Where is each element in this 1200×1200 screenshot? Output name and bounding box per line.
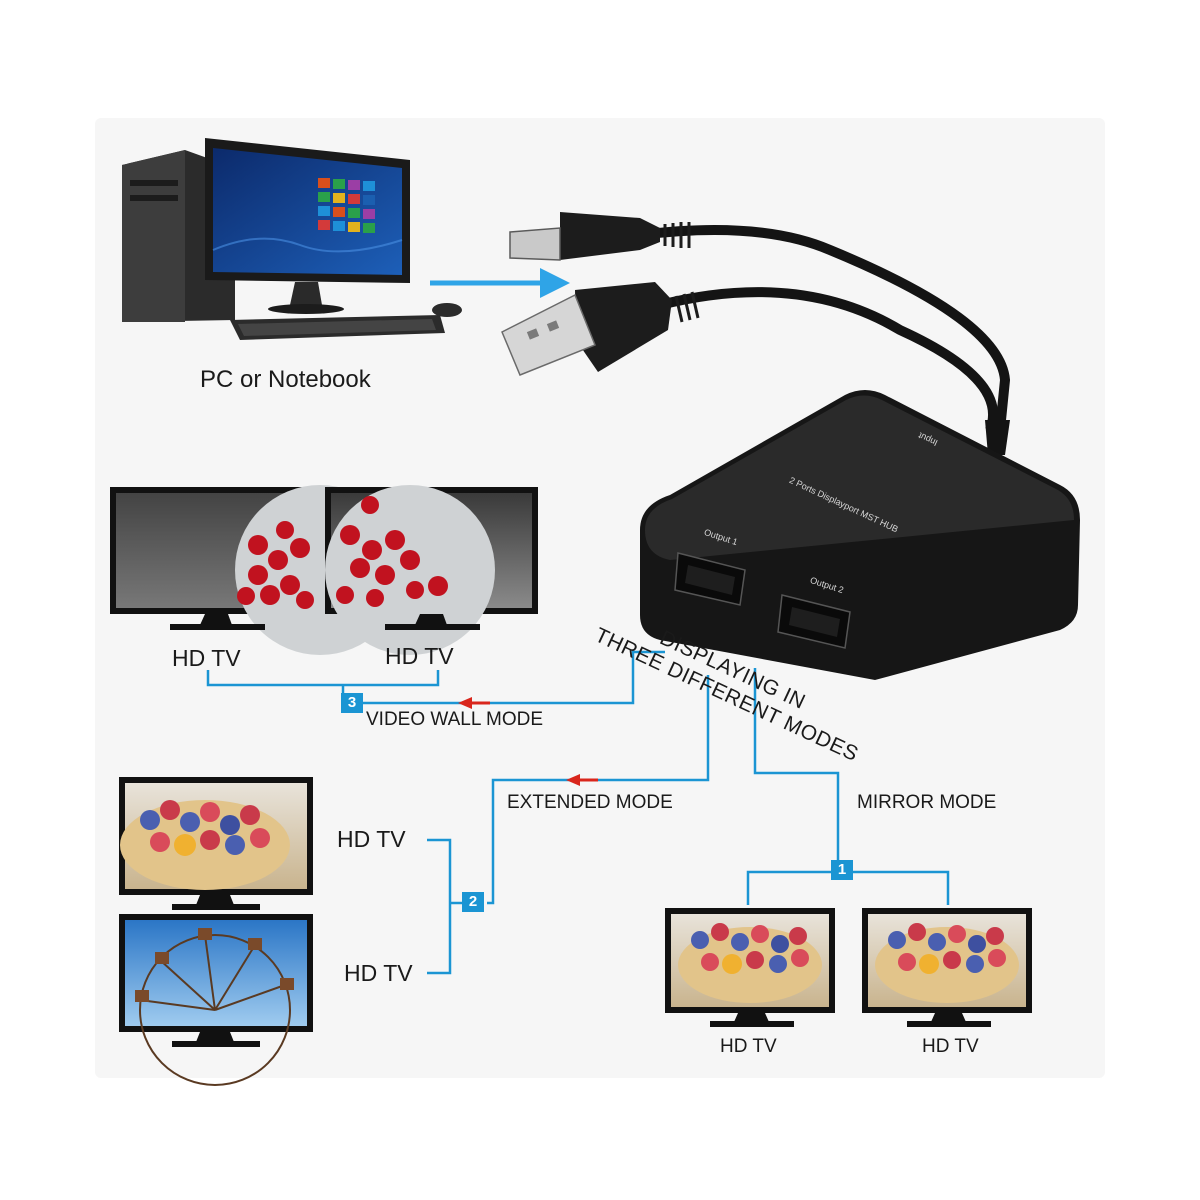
- pc-monitor: [205, 138, 410, 314]
- pc-mouse: [432, 303, 462, 317]
- usb-plug: [501, 282, 700, 376]
- extended-mode-label: EXTENDED MODE: [507, 792, 673, 813]
- extended-tv-top-label: HD TV: [337, 826, 406, 852]
- extended-tv-bottom-label: HD TV: [344, 960, 413, 986]
- hdmi-port-output-2: [777, 594, 851, 649]
- windows-tiles-icon: [318, 178, 375, 233]
- video-wall-tv-left-label: HD TV: [172, 645, 241, 671]
- pc-or-notebook-label: PC or Notebook: [200, 366, 371, 393]
- tv-extended-bottom: [119, 914, 313, 1086]
- mirror-mode-label: MIRROR MODE: [857, 792, 997, 813]
- video-wall-tv-right-label: HD TV: [385, 643, 454, 669]
- tv-video-wall-right: [325, 485, 538, 655]
- mode-connector-lines: [206, 650, 950, 975]
- pc-computer: [122, 138, 462, 340]
- pc-keyboard: [230, 315, 445, 340]
- connection-arrow: [430, 268, 570, 298]
- mirror-tv-right-label: HD TV: [922, 1036, 979, 1057]
- displayport-cable: [639, 225, 1011, 455]
- mst-hub: [640, 390, 1080, 680]
- tv-mirror-right: [862, 908, 1032, 1027]
- tv-extended-top: [119, 777, 313, 910]
- mirror-tv-left-label: HD TV: [720, 1036, 777, 1057]
- extended-number-badge: 2: [462, 892, 484, 912]
- tv-mirror-left: [665, 908, 835, 1027]
- mirror-number-badge: 1: [831, 860, 853, 880]
- hdmi-port-output-1: [674, 552, 746, 606]
- red-direction-arrows: [458, 697, 598, 786]
- video-wall-mode-label: VIDEO WALL MODE: [366, 709, 544, 730]
- displayport-plug: [509, 212, 691, 261]
- video-wall-number-badge: 3: [341, 693, 363, 713]
